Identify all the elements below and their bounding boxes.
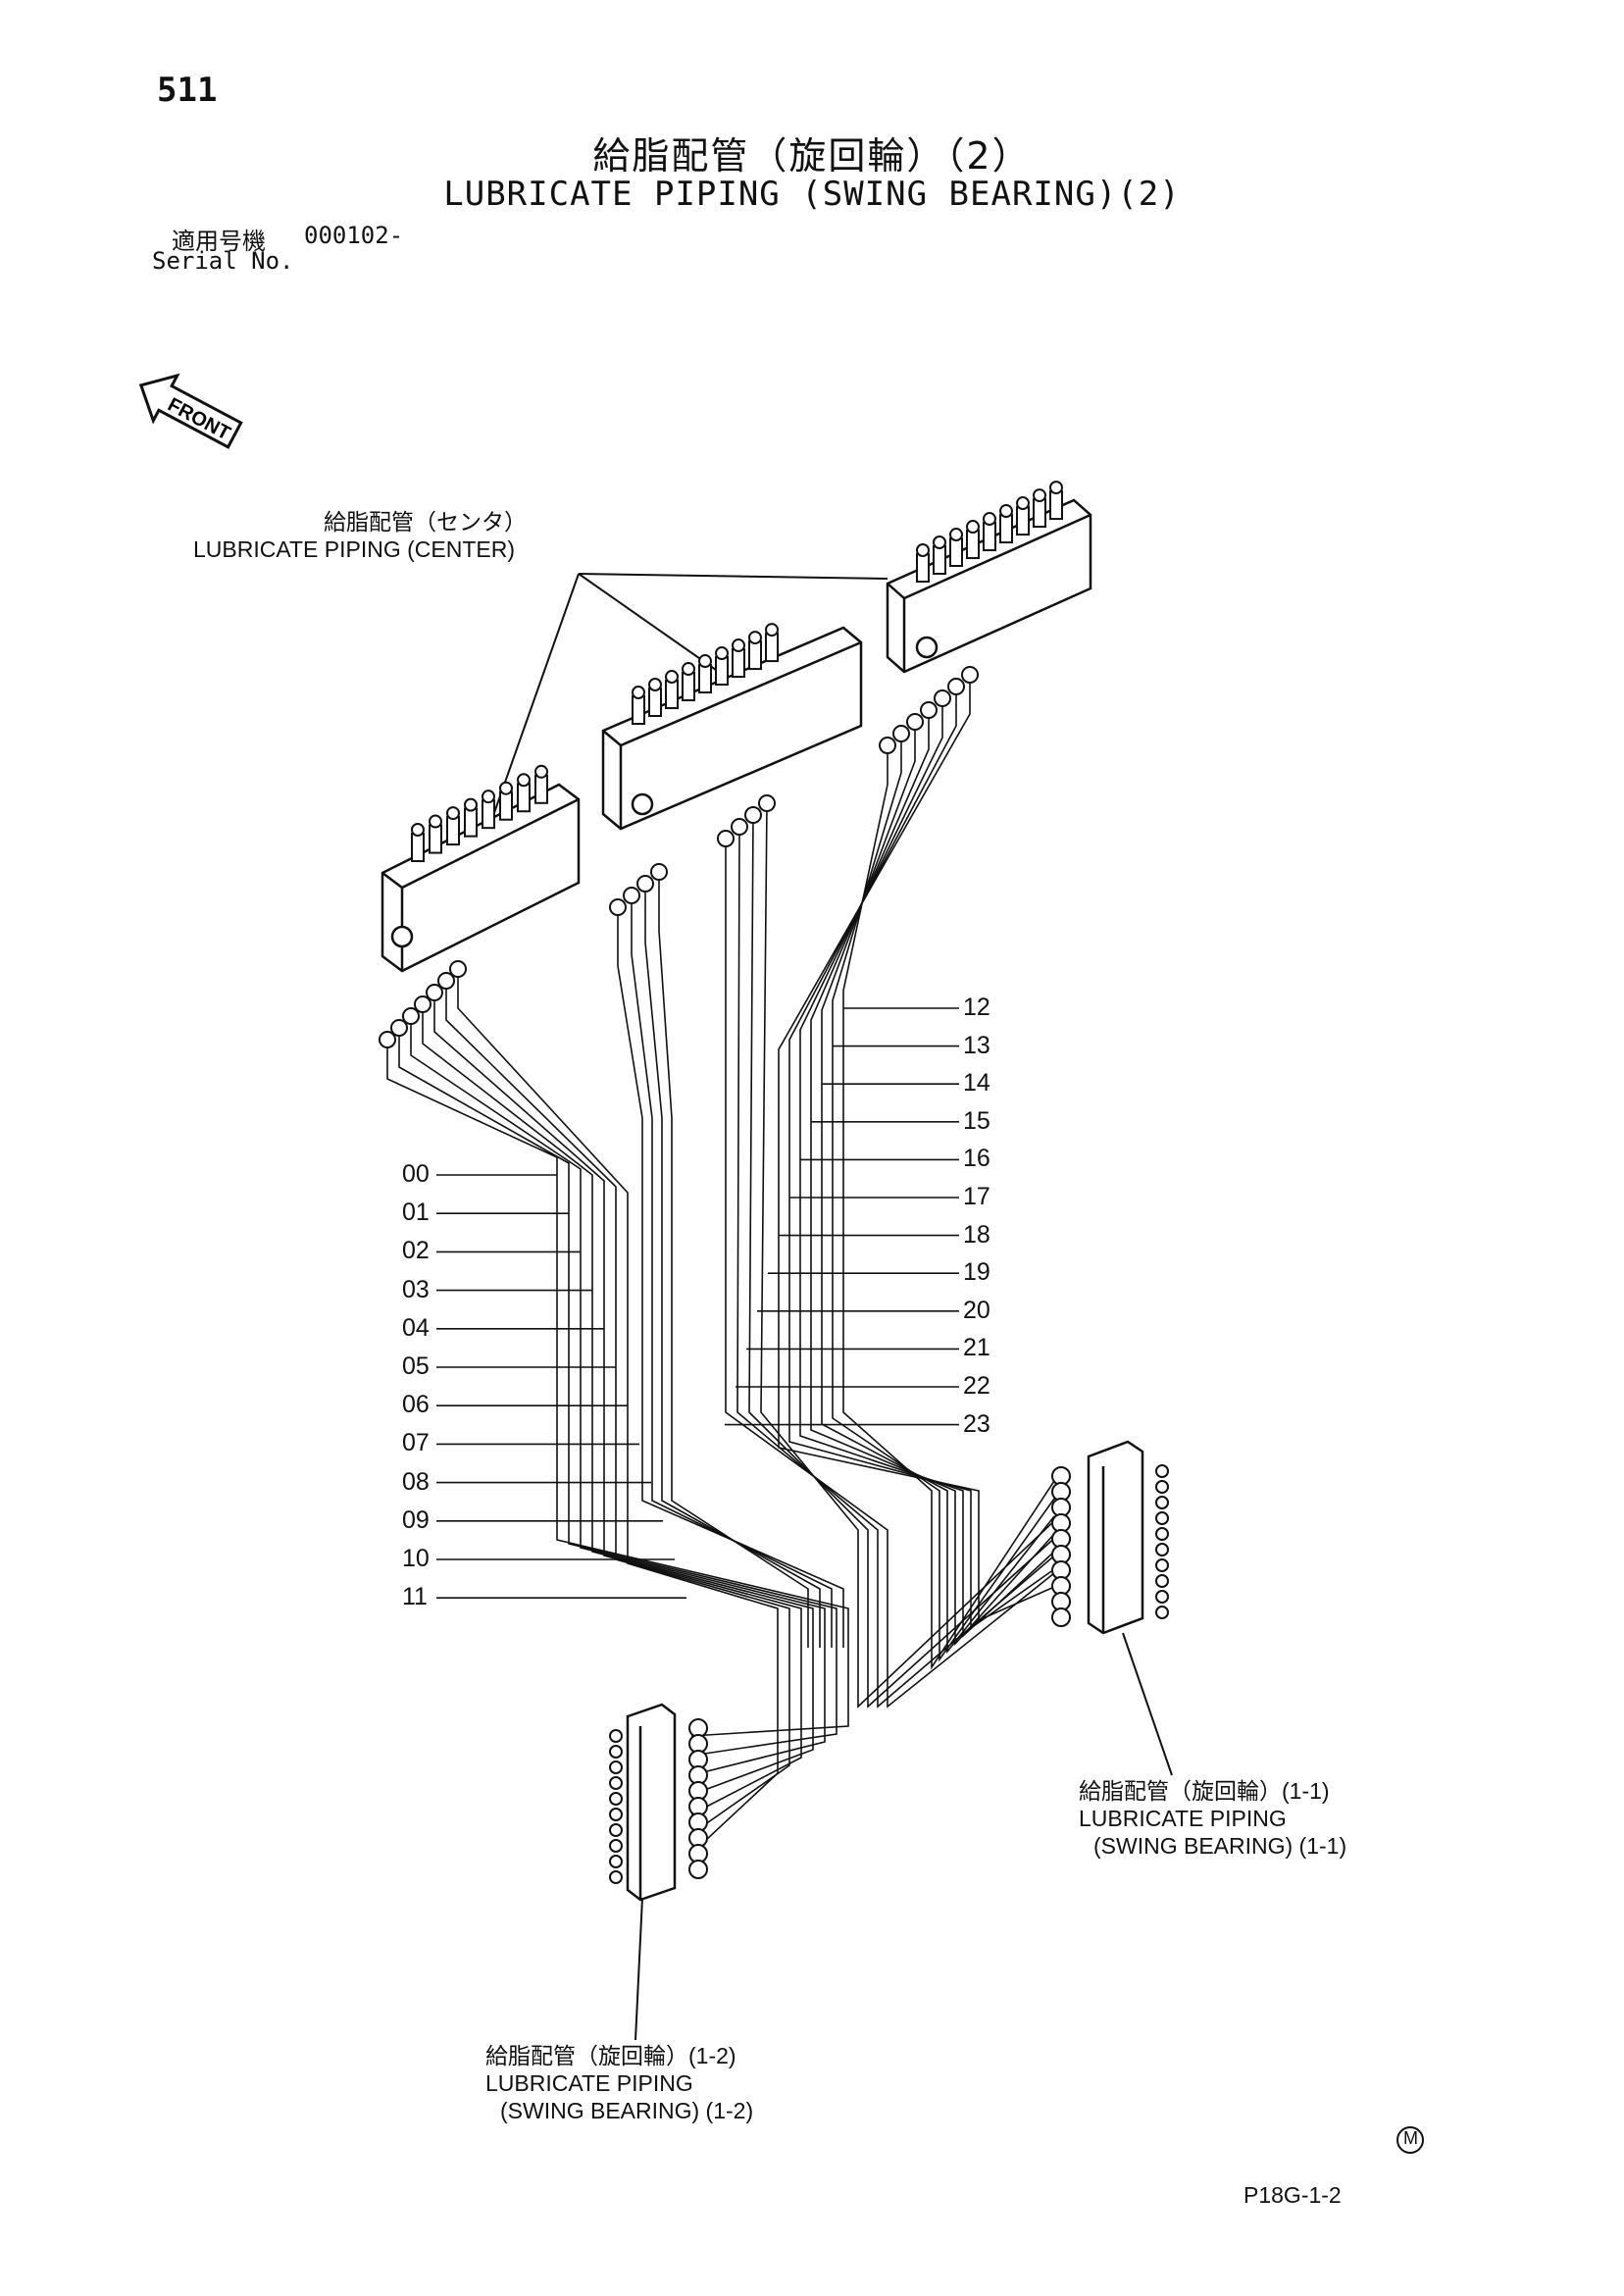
swing-manifold-1-2 (626, 1703, 677, 1902)
part-number-04: 04 (402, 1313, 430, 1342)
serial-value: 000102- (304, 222, 404, 249)
callout-swing-1-2-jp: 給脂配管（旋回輪）(1-2) (485, 2043, 736, 2068)
part-leaders-right (725, 1007, 959, 1426)
part-number-08: 08 (402, 1467, 430, 1496)
callout-swing-1-2-en1: LUBRICATE PIPING (485, 2070, 693, 2096)
part-number-14: 14 (963, 1069, 990, 1097)
part-number-16: 16 (963, 1145, 990, 1173)
part-number-01: 01 (402, 1199, 430, 1227)
title-english: LUBRICATE PIPING (SWING BEARING)(2) (443, 175, 1181, 214)
callout-center-jp: 給脂配管（センタ） (324, 509, 527, 535)
manifold-block-right (886, 498, 1092, 674)
part-number-15: 15 (963, 1106, 990, 1135)
m-mark-icon (1396, 2126, 1424, 2154)
part-number-20: 20 (963, 1296, 990, 1324)
part-number-05: 05 (402, 1352, 430, 1380)
part-number-17: 17 (963, 1183, 990, 1210)
part-number-18: 18 (963, 1220, 990, 1249)
callout-swing-1-2-en2: (SWING BEARING) (1-2) (500, 2098, 754, 2123)
drawing-code: P18G-1-2 (1243, 2182, 1342, 2208)
manifold-block-left (381, 783, 581, 973)
part-number-21: 21 (963, 1334, 990, 1362)
callout-swing-1-1-en1: LUBRICATE PIPING (1079, 1806, 1287, 1831)
serial-label-japanese: 適用号機 (172, 228, 266, 255)
part-number-23: 23 (963, 1409, 990, 1438)
page-number: 511 (157, 71, 218, 110)
manifold-block-center (601, 626, 863, 831)
part-number-03: 03 (402, 1275, 430, 1303)
part-number-12: 12 (963, 994, 990, 1021)
part-number-11: 11 (402, 1583, 428, 1611)
part-number-06: 06 (402, 1391, 430, 1419)
part-number-13: 13 (963, 1031, 990, 1059)
m-mark-label: M (1403, 2128, 1418, 2148)
serial-label-english: Serial No. (152, 247, 294, 275)
callout-swing-1-1-en2: (SWING BEARING) (1-1) (1093, 1833, 1347, 1859)
part-number-09: 09 (402, 1505, 430, 1534)
part-number-10: 10 (402, 1545, 430, 1572)
front-arrow-icon: FRONT (138, 373, 243, 449)
part-number-19: 19 (963, 1258, 990, 1287)
part-number-02: 02 (402, 1237, 430, 1265)
callout-center-en: LUBRICATE PIPING (CENTER) (193, 536, 515, 562)
swing-manifold-1-1 (1087, 1440, 1144, 1635)
callout-swing-1-1-jp: 給脂配管（旋回輪）(1-1) (1079, 1778, 1330, 1804)
part-number-22: 22 (963, 1372, 990, 1400)
pipe-fittings (379, 481, 1169, 1884)
part-number-00: 00 (402, 1160, 430, 1188)
title-japanese: 給脂配管（旋回輪）（2） (592, 134, 1032, 178)
part-leaders-left (436, 1174, 686, 1599)
part-number-07: 07 (402, 1429, 430, 1457)
